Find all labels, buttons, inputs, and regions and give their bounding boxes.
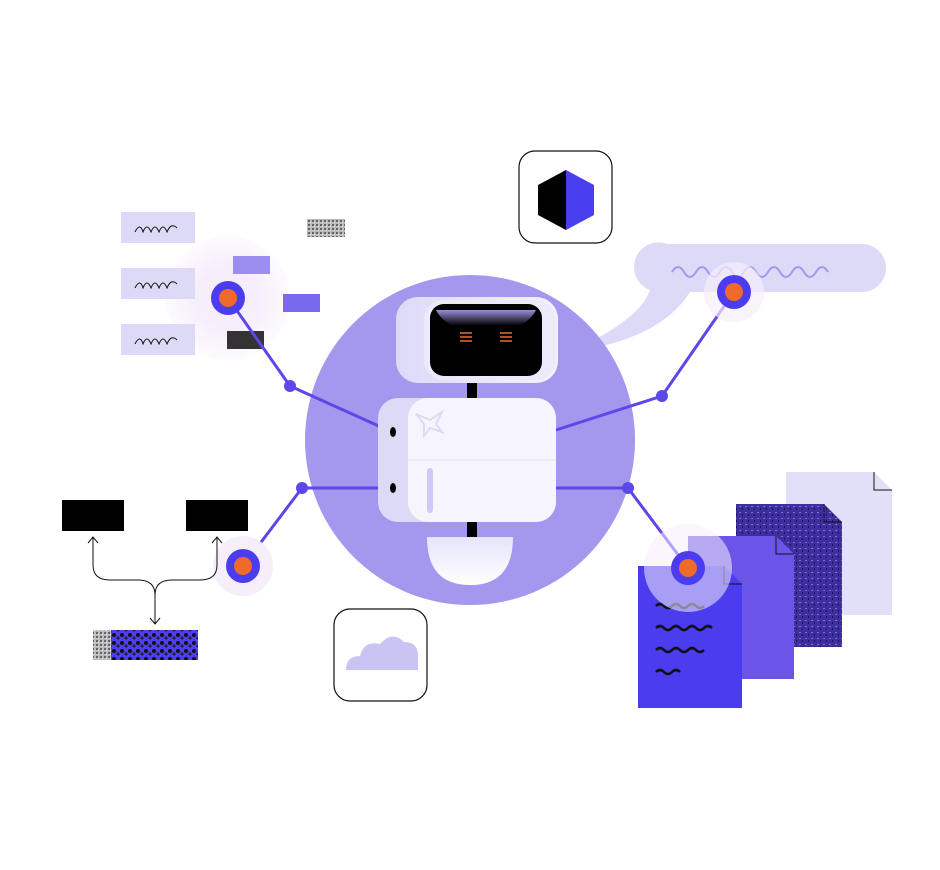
purple-block	[283, 294, 320, 312]
merge-diagram	[62, 500, 248, 660]
cloud-icon	[333, 608, 428, 702]
robot-icon	[378, 297, 558, 585]
node-dots	[211, 275, 751, 585]
joint-dots	[284, 380, 668, 494]
noise-block	[307, 219, 345, 237]
text-lines-group	[121, 212, 195, 355]
purple-block	[233, 256, 270, 274]
hexagon-icon	[518, 150, 613, 244]
